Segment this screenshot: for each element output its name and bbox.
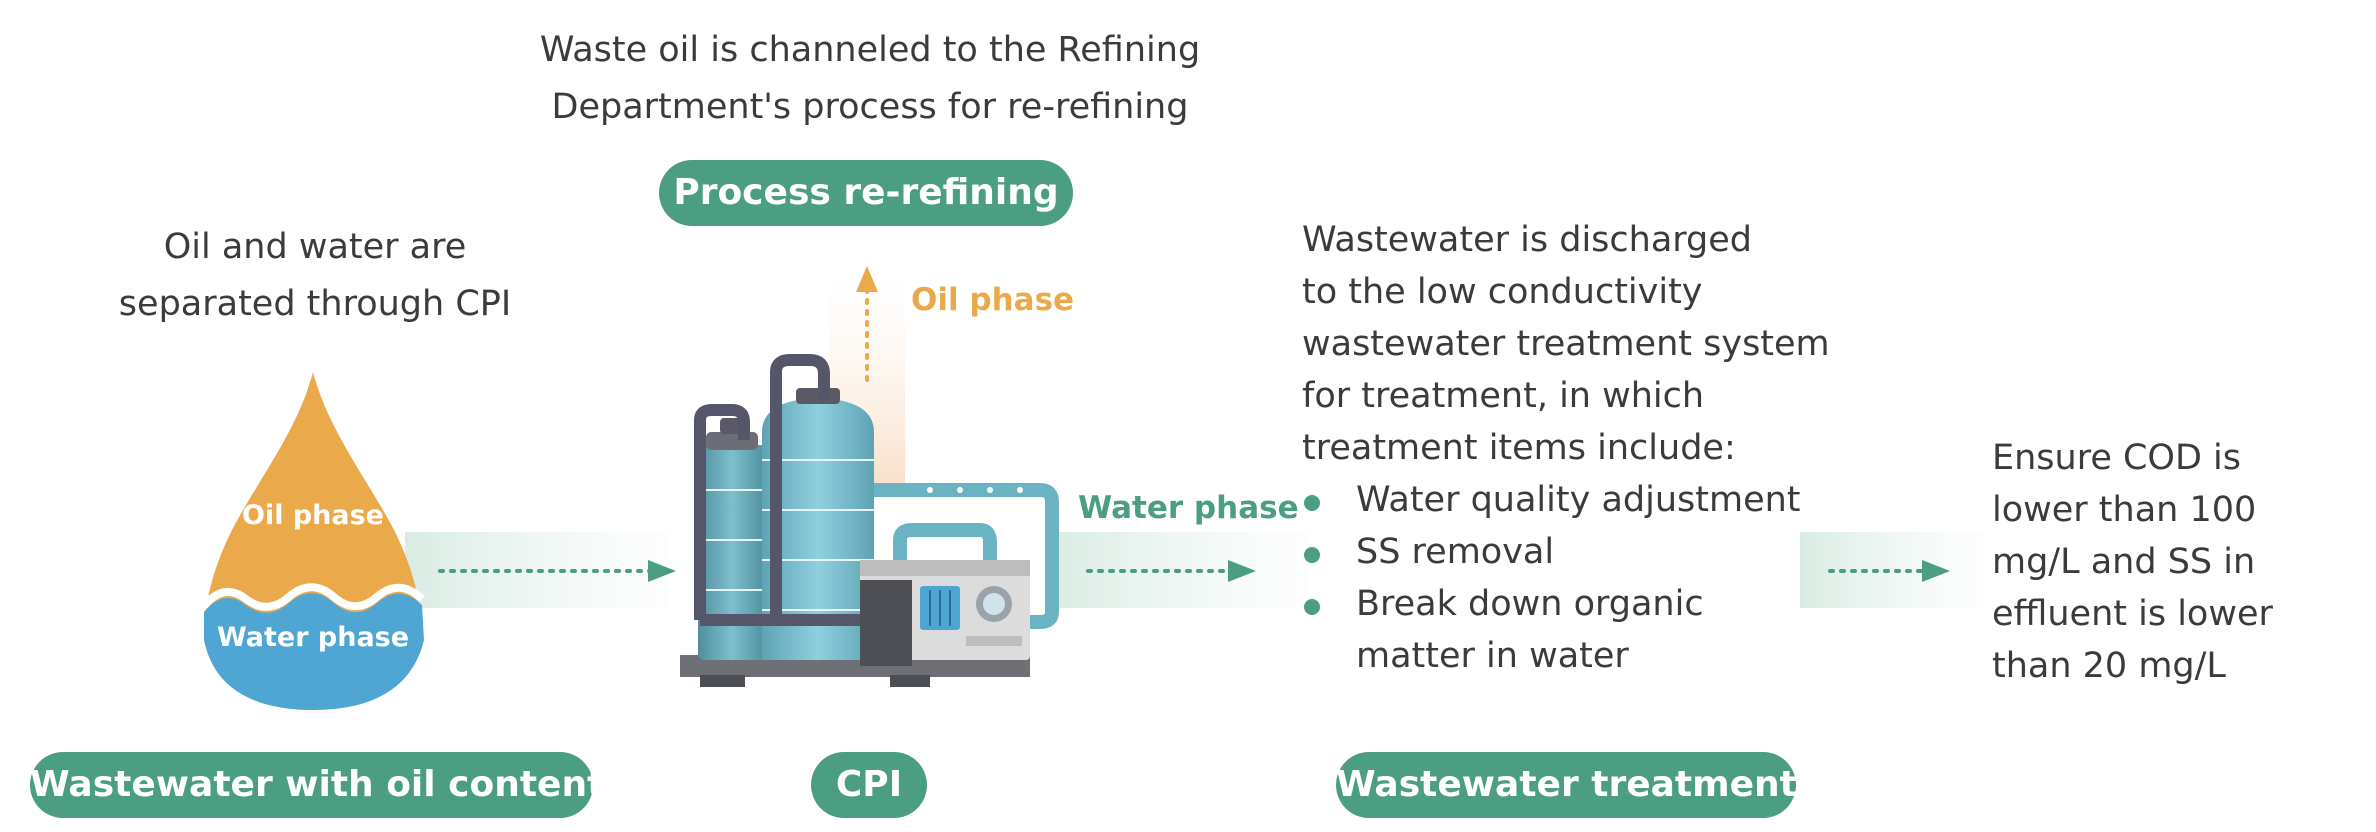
treatment-item: Break down organic matter in water	[1302, 578, 1862, 682]
effluent-line: Ensure COD is	[1992, 438, 2242, 478]
cpi-note-line2: separated through CPI	[118, 284, 512, 324]
cpi-note: Oil and water are separated through CPI	[90, 219, 540, 333]
refining-note-line2: Department's process for re-refining	[551, 87, 1189, 127]
treatment-note: Wastewater is discharged to the low cond…	[1302, 214, 1862, 682]
effluent-note: Ensure COD is lower than 100 mg/L and SS…	[1992, 432, 2322, 692]
treatment-line: for treatment, in which	[1302, 376, 1705, 416]
wastewater-treatment-pill: Wastewater treatment	[1336, 752, 1797, 818]
process-re-refining-pill: Process re-refining	[659, 160, 1073, 226]
cpi-pill: CPI	[811, 752, 927, 818]
treatment-line: to the low conductivity	[1302, 272, 1703, 312]
treatment-line: treatment items include:	[1302, 428, 1736, 468]
refining-note-line1: Waste oil is channeled to the Refining	[539, 30, 1201, 70]
refining-note: Waste oil is channeled to the Refining D…	[520, 22, 1220, 136]
effluent-line: lower than 100	[1992, 490, 2257, 530]
oil-water-drop	[200, 372, 425, 710]
arrow-to-treatment	[1086, 560, 1256, 582]
arrow-oil-up	[856, 266, 878, 382]
effluent-line: than 20 mg/L	[1992, 646, 2226, 686]
effluent-line: mg/L and SS in	[1992, 542, 2256, 582]
arrow-to-effluent	[1828, 560, 1950, 582]
wastewater-oil-pill: Wastewater with oil content	[30, 752, 604, 818]
treatment-item: Water quality adjustment	[1302, 474, 1862, 526]
drop-oil-label: Oil phase	[241, 500, 384, 531]
treatment-line: Wastewater is discharged	[1302, 220, 1753, 260]
oil-phase-label: Oil phase	[911, 282, 1075, 318]
drop-water-label: Water phase	[216, 622, 410, 653]
treatment-items: Water quality adjustment SS removal Brea…	[1302, 474, 1862, 682]
cpi-note-line1: Oil and water are	[163, 227, 467, 267]
water-phase-label: Water phase	[1078, 490, 1299, 526]
cpi-machine-icon	[680, 354, 1059, 687]
effluent-line: effluent is lower	[1992, 594, 2273, 634]
treatment-line: wastewater treatment system	[1302, 324, 1830, 364]
treatment-item: SS removal	[1302, 526, 1862, 578]
arrow-to-cpi	[438, 560, 676, 582]
